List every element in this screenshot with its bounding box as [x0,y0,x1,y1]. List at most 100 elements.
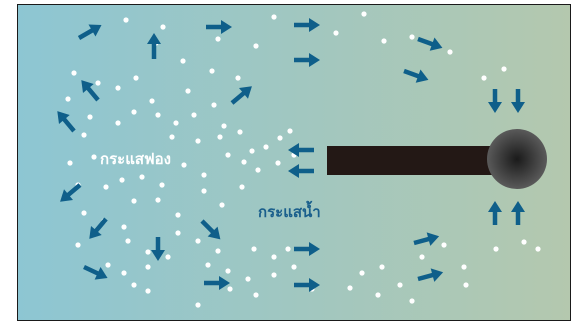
flow-arrow-icon [60,183,82,202]
bubble-dot-icon [271,254,277,260]
bubble-dot-icon [381,38,387,44]
bubble-dot-icon [235,75,241,81]
bubble-dot-icon [185,88,191,94]
label-foam-current: กระแสฟอง [100,150,171,168]
bubble-dot-icon [91,154,97,160]
flow-arrow-icon [230,86,252,105]
flow-arrow-icon [403,68,429,83]
flow-arrow-icon [511,89,525,113]
bubble-dot-icon [205,262,211,268]
bubble-dot-icon [75,242,81,248]
bubble-dot-icon [201,172,207,178]
flow-arrow-icon [206,20,232,34]
bubble-dot-icon [155,197,161,203]
flow-arrow-icon [417,36,443,51]
bubble-dot-icon [71,70,77,76]
bubble-dot-icon [181,162,187,168]
bubble-dot-icon [191,112,197,118]
flow-arrow-icon [294,242,320,256]
bubble-dot-icon [131,198,137,204]
bubble-dot-icon [211,102,217,108]
bubble-dot-icon [463,282,469,288]
bubble-dot-icon [263,144,269,150]
bubble-dot-icon [195,138,201,144]
diffuser-ball-icon [487,129,547,189]
bubble-dot-icon [359,270,365,276]
bubble-dot-icon [361,11,367,17]
bubble-dot-icon [145,264,151,270]
bubble-dot-icon [119,177,125,183]
flow-arrow-icon [89,217,108,239]
flow-arrow-icon [294,53,320,67]
bubble-dot-icon [87,114,93,120]
bubble-dot-icon [215,248,221,254]
bubble-dot-icon [201,188,207,194]
bubble-dot-icon [180,58,186,64]
bubble-dot-icon [333,30,339,36]
bubble-dot-icon [131,282,137,288]
bubble-dot-icon [175,212,181,218]
bubble-dot-icon [165,254,171,260]
bubble-dot-icon [81,210,87,216]
bubble-dot-icon [255,167,261,173]
bubble-dots [65,11,541,308]
bubble-dot-icon [159,182,165,188]
flow-arrows [57,18,525,292]
flow-arrow-icon [151,237,165,261]
bubble-dot-icon [287,128,293,134]
flow-diagram: กระแสฟอง กระแสน้ำ [18,5,570,320]
bubble-dot-icon [81,132,87,138]
bubble-dot-icon [103,184,109,190]
flow-arrow-icon [147,33,161,59]
bubble-dot-icon [149,98,155,104]
bubble-dot-icon [375,292,381,298]
bubble-dot-icon [227,286,233,292]
bubble-dot-icon [253,292,259,298]
bubble-dot-icon [347,285,353,291]
bubble-dot-icon [249,148,255,154]
bubble-dot-icon [277,135,283,141]
bubble-dot-icon [291,264,297,270]
flow-arrow-icon [294,278,320,292]
flow-arrow-icon [288,164,314,178]
bubble-dot-icon [397,282,403,288]
bubble-dot-icon [121,224,127,230]
bubble-dot-icon [271,14,277,20]
flow-arrow-icon [294,18,320,32]
bubble-dot-icon [105,262,111,268]
bubble-dot-icon [275,160,281,166]
flow-arrow-icon [77,24,102,40]
bubble-dot-icon [95,80,101,86]
bubble-dot-icon [121,270,127,276]
bubble-dot-icon [195,302,201,308]
bubble-dot-icon [160,24,166,30]
bubble-dot-icon [481,75,487,81]
flow-arrow-icon [204,276,230,290]
bubble-dot-icon [447,49,453,55]
bubble-dot-icon [461,264,467,270]
bubble-dot-icon [225,152,231,158]
flow-arrow-icon [81,80,100,102]
bubble-dot-icon [253,43,259,49]
bubble-dot-icon [379,264,385,270]
bubble-dot-icon [419,254,425,260]
bubble-dot-icon [441,242,447,248]
flow-arrow-icon [488,89,502,113]
bubble-dot-icon [217,134,223,140]
bubble-dot-icon [215,36,221,42]
bubble-dot-icon [145,249,151,255]
bubble-dot-icon [285,246,291,252]
bubble-dot-icon [241,159,247,165]
bubble-dot-icon [271,272,277,278]
flow-arrow-icon [200,219,221,240]
bubble-dot-icon [65,96,71,102]
bubble-dot-icon [535,246,541,252]
bubble-dot-icon [239,184,245,190]
bubble-dot-icon [209,68,215,74]
bubble-dot-icon [115,85,121,91]
bubble-dot-icon [521,239,527,245]
bubble-dot-icon [501,66,507,72]
bubble-dot-icon [493,246,499,252]
bubble-dot-icon [195,238,201,244]
bubble-dot-icon [245,276,251,282]
